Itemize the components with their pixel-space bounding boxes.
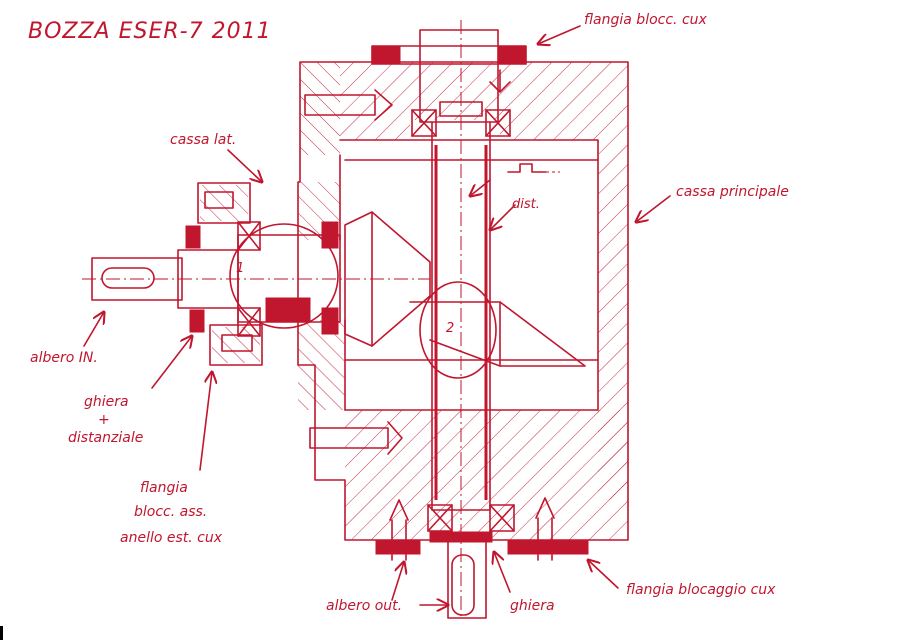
leader-arrows: [83, 25, 671, 605]
label-flangia-blocc-bottom: flangia blocaggio cux: [626, 582, 776, 598]
label-flangia-blocc-top: flangia blocc. cux: [584, 12, 708, 28]
flangia-blocc-top: [371, 45, 527, 137]
detail-2-number: 2: [446, 321, 454, 336]
step-mark: [507, 163, 560, 173]
cassa-principale-body: [297, 61, 629, 541]
detail-circle-1: 1: [229, 223, 339, 329]
label-ghiera-line1: ghiera: [84, 394, 129, 410]
casing-bolts: [304, 69, 511, 455]
label-cassa-lat: cassa lat.: [170, 132, 236, 148]
scan-edge-mark: [0, 626, 3, 640]
label-albero-out: albero out.: [326, 598, 402, 614]
flangia-blocc-bottom: [375, 497, 589, 561]
detail-1-number: 1: [236, 261, 244, 276]
detail-circle-2: 2: [419, 281, 497, 379]
label-cassa-principale: cassa principale: [676, 184, 789, 200]
label-albero-in: albero IN.: [30, 350, 98, 366]
label-ghiera-line3: distanziale: [68, 430, 143, 446]
flangia-blocc-ass: [185, 182, 339, 366]
bevel-pinion: [344, 211, 431, 347]
albero-out-shaft: [419, 20, 499, 620]
label-ghiera-bottom: ghiera: [510, 598, 555, 614]
label-flangia-line1: flangia: [140, 480, 188, 496]
albero-in-shaft: [82, 234, 430, 323]
label-dist: dist.: [512, 197, 540, 212]
label-ghiera-line2: +: [98, 412, 110, 428]
label-flangia-line3: anello est. cux: [120, 530, 223, 546]
sketch-title: BOZZA ESER-7 2011: [28, 19, 272, 44]
bevel-crown-gear: [409, 301, 586, 367]
label-flangia-line2: blocc. ass.: [134, 504, 207, 520]
